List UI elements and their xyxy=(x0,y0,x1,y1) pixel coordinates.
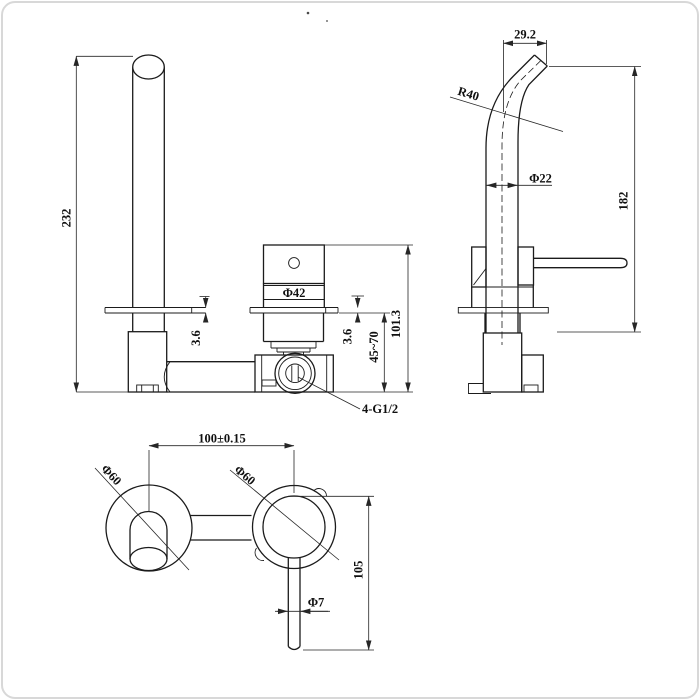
front-height-dim: 232 xyxy=(60,209,74,228)
plan-handle-projection-dim: 105 xyxy=(352,561,366,580)
front-view xyxy=(104,54,339,394)
front-depth-range-dim: 45~70 xyxy=(367,331,381,363)
handle-rod-plan xyxy=(287,558,301,651)
plan-left-plate-diameter-dim: Φ60 xyxy=(98,462,124,488)
front-plate-thickness-right-dim: 3.6 xyxy=(341,329,355,345)
plan-view-dimensions: 100±0.15 Φ60 Φ60 105 Φ7 xyxy=(94,432,374,651)
side-height-dim: 182 xyxy=(617,192,631,211)
set-screw-hole xyxy=(288,257,300,269)
front-trim-diameter-dim: Φ42 xyxy=(283,286,306,300)
plan-lever-diameter-dim: Φ7 xyxy=(308,596,325,610)
side-view xyxy=(457,54,628,394)
plan-centers-distance-dim: 100±0.15 xyxy=(198,432,246,446)
spout-outer-edge xyxy=(485,54,535,333)
front-overall-depth-dim: 101.3 xyxy=(389,310,403,338)
spout-cap-front xyxy=(132,54,165,80)
side-view-dimensions: 29.2 R40 Φ22 182 xyxy=(449,28,641,333)
mixer-escutcheon-plan xyxy=(251,484,337,570)
spout-inner-edge xyxy=(517,65,548,333)
spout-centerline xyxy=(501,60,542,345)
plan-view xyxy=(105,484,337,651)
side-spout-diameter-dim: Φ22 xyxy=(529,172,552,186)
side-tip-length-dim: 29.2 xyxy=(514,28,536,42)
handle-lever-side xyxy=(533,257,628,269)
front-view-dimensions: 232 3.6 Φ42 3.6 45~70 101.3 4-G1/2 xyxy=(60,55,413,416)
handle-block-front xyxy=(262,244,325,285)
side-bend-radius-dim: R40 xyxy=(456,84,481,104)
thread-size-label: 4-G1/2 xyxy=(362,402,398,416)
front-plate-thickness-left-dim: 3.6 xyxy=(189,330,203,346)
scan-specks xyxy=(306,11,328,22)
plan-right-plate-diameter-dim: Φ60 xyxy=(232,463,259,488)
spout-outlet-plan xyxy=(129,546,168,572)
